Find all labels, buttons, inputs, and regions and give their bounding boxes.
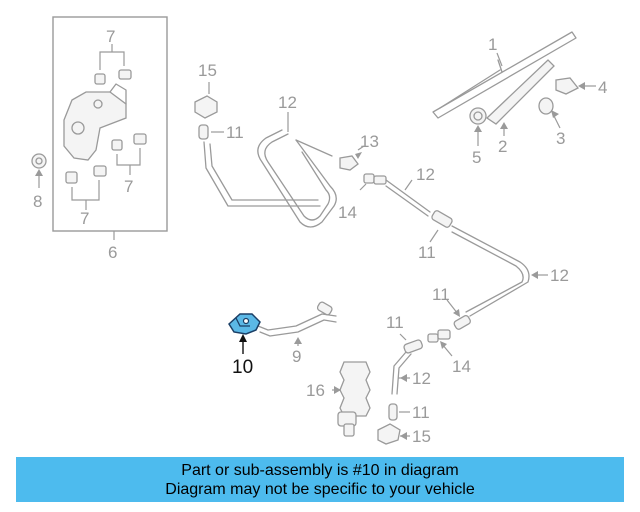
banner-line-1: Part or sub-assembly is #10 in diagram [181, 462, 459, 479]
callout-7-top: 7 [106, 27, 115, 46]
fittings-13-14 [339, 145, 387, 191]
callout-11-a: 11 [226, 123, 244, 142]
callout-12-c: 12 [550, 266, 569, 285]
nozzle-15-upper [194, 82, 321, 207]
callout-11-d: 11 [386, 313, 404, 332]
part-8-nut [31, 153, 47, 188]
callout-12-b: 12 [416, 165, 435, 184]
callout-16: 16 [306, 381, 325, 400]
banner-line-2: Diagram may not be specific to your vehi… [165, 481, 475, 498]
callout-11-e: 11 [412, 403, 430, 422]
callout-9: 9 [292, 347, 301, 366]
callout-14-b: 14 [452, 357, 471, 376]
callout-12-d: 12 [412, 369, 431, 388]
hose-12-main [385, 179, 548, 330]
callout-11-c: 11 [432, 285, 450, 304]
callout-13: 13 [360, 132, 379, 151]
motor-assembly-box [52, 16, 168, 240]
wiper-arm-group [432, 31, 596, 146]
callout-labels: 1 2 3 4 5 6 7 7 7 8 9 11 11 11 11 11 12 … [33, 27, 607, 446]
callout-8: 8 [33, 192, 42, 211]
pump-16 [332, 361, 371, 437]
callout-15-b: 15 [412, 427, 431, 446]
callout-10: 10 [232, 357, 253, 378]
callout-7-left: 7 [80, 209, 89, 228]
part-10-highlighted[interactable] [228, 313, 261, 354]
callout-14-a: 14 [338, 203, 357, 222]
hose-9 [257, 301, 337, 346]
callout-6: 6 [108, 243, 117, 262]
callout-15-a: 15 [198, 61, 217, 80]
callout-1: 1 [488, 35, 497, 54]
callout-2: 2 [498, 137, 507, 156]
callout-5: 5 [472, 148, 481, 167]
callout-4: 4 [598, 78, 607, 97]
lower-hose-group [377, 329, 453, 445]
callout-12-a: 12 [278, 93, 297, 112]
info-banner: Part or sub-assembly is #10 in diagram D… [16, 457, 624, 502]
hose-loop-12 [257, 112, 337, 228]
callout-7-right: 7 [124, 177, 133, 196]
callout-3: 3 [556, 129, 565, 148]
callout-11-b: 11 [418, 243, 436, 262]
